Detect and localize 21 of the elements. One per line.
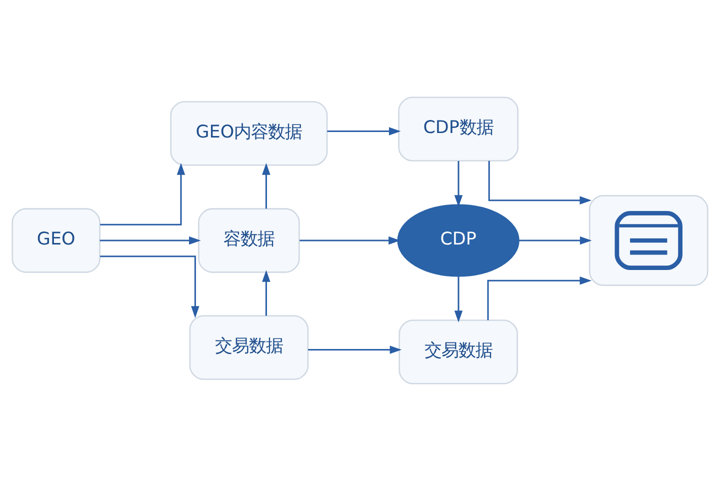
arrow [262, 270, 270, 316]
node-box: GEO [12, 208, 100, 272]
arrow [519, 236, 592, 244]
arrow [100, 162, 186, 225]
arrow [100, 236, 201, 244]
node-box: 交易数据 [398, 319, 518, 384]
node-box: CDP数据 [398, 96, 519, 161]
arrow [308, 345, 402, 354]
arrow [300, 236, 400, 244]
arrow [487, 276, 592, 320]
node-box: GEO内容数据 [170, 100, 328, 166]
node-picture [588, 194, 708, 286]
arrow [454, 276, 463, 322]
arrow [488, 160, 592, 204]
arrow [454, 160, 463, 206]
node-ellipse: CDP [397, 204, 520, 276]
arrow [262, 162, 270, 208]
arrow [327, 126, 401, 135]
node-box: 容数据 [198, 208, 300, 272]
node-box: 交易数据 [189, 314, 309, 380]
arrow [100, 255, 200, 318]
